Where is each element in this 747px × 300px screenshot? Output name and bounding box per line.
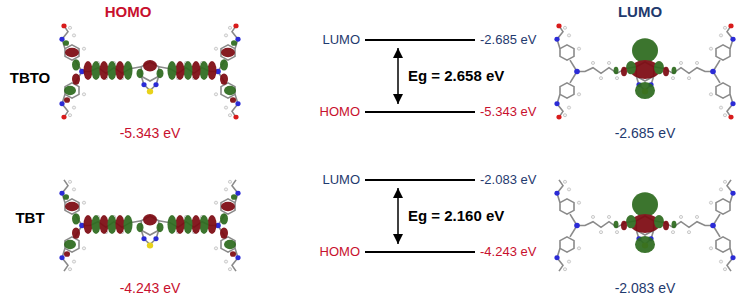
level-line — [365, 251, 475, 253]
tbto-homo-plot — [59, 23, 240, 119]
level-name: HOMO — [320, 104, 360, 120]
molecule-name: TBT — [15, 209, 44, 227]
energy-value: -5.343 eV — [480, 104, 536, 120]
energy-value: -2.685 eV — [615, 124, 676, 142]
level-line — [365, 111, 475, 113]
energy-value: -5.343 eV — [120, 124, 181, 142]
tbt-homo-plot — [59, 180, 240, 271]
gap-arrow — [397, 188, 399, 244]
energy-value: -2.083 eV — [615, 279, 676, 297]
energy-value: -2.083 eV — [480, 172, 536, 188]
tbto-lumo-plot — [554, 23, 735, 119]
energy-level: HOMO -5.343 eV — [320, 104, 537, 120]
energy-level: LUMO -2.685 eV — [322, 32, 536, 48]
column-heading: HOMO — [105, 3, 152, 21]
energy-level: HOMO -4.243 eV — [320, 244, 537, 260]
level-line — [365, 39, 475, 41]
level-line — [365, 179, 475, 181]
level-name: LUMO — [322, 172, 360, 188]
energy-value: -2.685 eV — [480, 32, 536, 48]
gap-arrow — [397, 48, 399, 104]
level-name: HOMO — [320, 244, 360, 260]
energy-value: -4.243 eV — [120, 279, 181, 297]
band-gap-label: Eg = 2.658 eV — [406, 67, 506, 85]
column-heading: LUMO — [618, 3, 662, 21]
level-name: LUMO — [322, 32, 360, 48]
band-gap-label: Eg = 2.160 eV — [406, 207, 506, 225]
energy-level: LUMO -2.083 eV — [322, 172, 536, 188]
energy-value: -4.243 eV — [480, 244, 536, 260]
tbt-lumo-plot — [554, 180, 735, 271]
molecule-name: TBTO — [10, 69, 51, 87]
